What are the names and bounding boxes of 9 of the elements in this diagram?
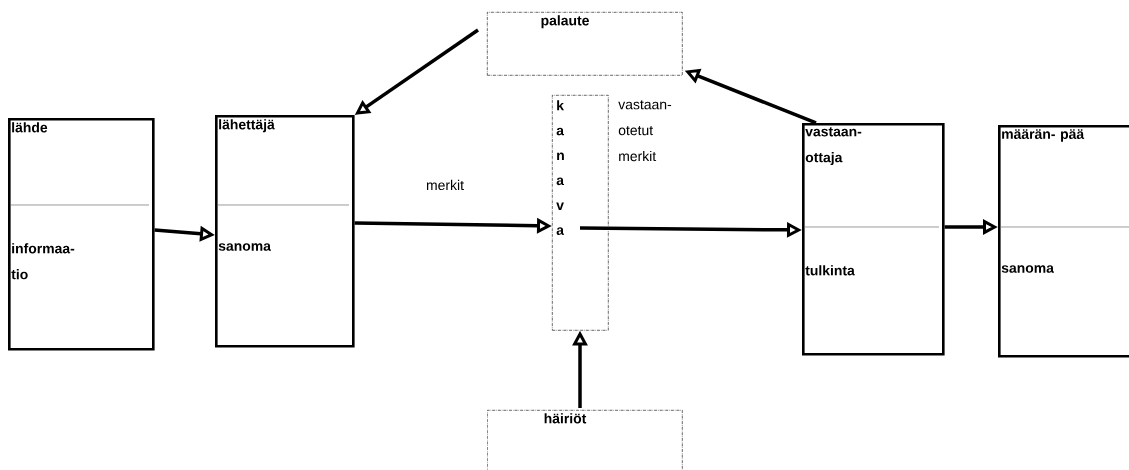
- node-label: vastaan- otetut merkit: [618, 100, 672, 162]
- feedback-box: palaute: [487, 12, 683, 76]
- source-box: lähde informaa- tio: [8, 118, 155, 351]
- destination-box: määrän- pää sanoma: [998, 125, 1129, 358]
- noise-box: häiriöt: [487, 410, 683, 470]
- sender-box: lähettäjä sanoma: [215, 115, 355, 348]
- channel-box: k a n a v a vastaan- otetut merkit: [552, 95, 672, 331]
- receiver-box: vastaan- ottaja tulkinta: [802, 123, 945, 356]
- edge-label: merkit: [425, 178, 465, 192]
